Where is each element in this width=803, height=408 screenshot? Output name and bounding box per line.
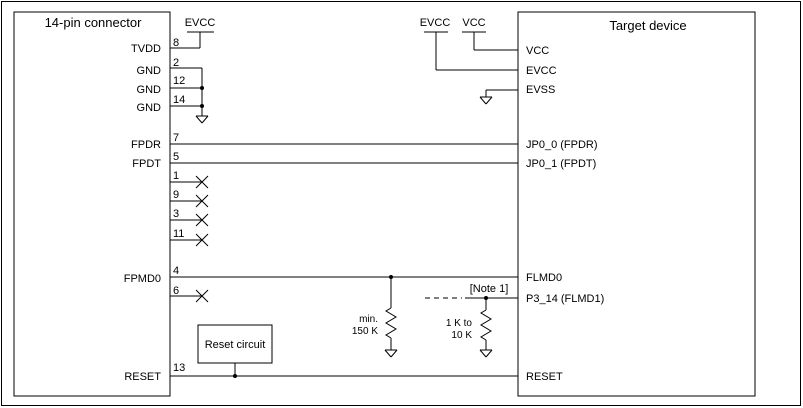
target-pin-evcc: EVCC: [526, 65, 557, 77]
ground-icon: [479, 96, 493, 105]
resistor-flmd1-label-line1: 1 K to: [446, 318, 473, 329]
target-device-block: [517, 11, 756, 397]
pin-label-gnd-2: GND: [137, 65, 162, 77]
pin-number-14: 14: [173, 94, 185, 106]
junction-dot: [233, 374, 237, 378]
pin-number-9: 9: [173, 189, 179, 201]
pin-number-12: 12: [173, 75, 185, 87]
gnd-wires: [170, 67, 204, 116]
resistor-fpmd0: [385, 277, 397, 350]
pin-number-13: 13: [173, 362, 185, 374]
target-pin-evss: EVSS: [526, 84, 555, 96]
target-pin-flmd0: FLMD0: [526, 272, 562, 284]
connector-block: [13, 11, 171, 397]
no-connect-pin-1: [170, 175, 209, 189]
no-connect-pin-9: [170, 194, 209, 208]
target-pin-vcc: VCC: [526, 45, 549, 57]
target-pin-reset: RESET: [526, 371, 563, 383]
junction-dot: [200, 86, 204, 90]
pin-label-fpmd0: FPMD0: [124, 273, 161, 285]
target-pin-jp0-0: JP0_0 (FPDR): [526, 139, 598, 151]
pin-number-5: 5: [173, 151, 179, 163]
evcc-label-right: EVCC: [420, 17, 451, 29]
note-label: [Note 1]: [470, 283, 509, 295]
pin-number-11: 11: [173, 228, 184, 240]
pin-number-8: 8: [173, 37, 179, 49]
vcc-power-wire: VCC: [462, 17, 518, 51]
no-connect-pin-11: [170, 233, 209, 247]
target-pin-p3-14: P3_14 (FLMD1): [526, 293, 604, 305]
resistor-fpmd0-label-line1: min.: [359, 314, 378, 325]
pin-number-3: 3: [173, 208, 179, 220]
pin-label-fpdr: FPDR: [131, 139, 161, 151]
resistor-flmd1: [480, 298, 492, 350]
resistor-flmd1-label-line2: 10 K: [451, 330, 472, 341]
pin-label-gnd-12: GND: [137, 84, 162, 96]
connector-title: 14-pin connector: [45, 15, 143, 30]
evss-ground-wire: [479, 89, 518, 105]
no-connect-pin-6: [170, 289, 209, 303]
pin-number-6: 6: [173, 285, 179, 297]
ground-icon: [384, 349, 398, 358]
pin-label-fpdt: FPDT: [132, 158, 161, 170]
pin-number-2: 2: [173, 57, 179, 69]
pin-label-gnd-14: GND: [137, 102, 162, 114]
evcc-power-wire: EVCC: [420, 17, 518, 71]
pin-number-4: 4: [173, 265, 179, 277]
vcc-label: VCC: [462, 17, 485, 29]
pin-number-1: 1: [173, 170, 179, 182]
pin-label-tvdd: TVDD: [131, 43, 161, 55]
no-connect-pin-3: [170, 213, 209, 227]
tvdd-evcc-wire: EVCC: [170, 17, 216, 49]
reset-circuit-label: Reset circuit: [205, 339, 266, 351]
pin-number-7: 7: [173, 132, 179, 144]
evcc-label-left: EVCC: [185, 17, 216, 29]
junction-dot: [200, 104, 204, 108]
resistor-fpmd0-label-line2: 150 K: [352, 326, 378, 337]
target-device-title: Target device: [609, 18, 686, 33]
ground-icon: [195, 115, 209, 124]
pin-label-reset: RESET: [124, 371, 161, 383]
ground-icon: [479, 349, 493, 358]
target-pin-jp0-1: JP0_1 (FPDT): [526, 158, 596, 170]
